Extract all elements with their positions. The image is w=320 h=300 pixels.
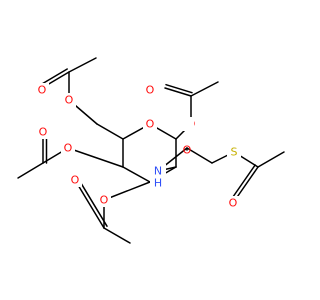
bond-co-me3 (103, 227, 131, 244)
bond-co-o3c-second (77, 177, 108, 227)
svg-text:O: O (146, 84, 155, 97)
svg-text:O: O (64, 142, 73, 155)
bond-cthio-me (257, 151, 285, 168)
bond-co-o1c (164, 87, 192, 97)
svg-text:O: O (229, 197, 238, 210)
bond-co-me1 (190, 81, 219, 97)
atom-o4-carbonyl: O (36, 125, 50, 139)
atom-o-amide: O (180, 117, 194, 157)
atom-s: S (227, 145, 241, 159)
svg-text:O: O (65, 94, 74, 107)
atom-o-thio: O (226, 196, 240, 210)
svg-text:O: O (183, 144, 192, 157)
atom-n-amide: NH N H (150, 164, 166, 190)
bond-c4-o4 (67, 147, 124, 168)
bond-c3-o3 (103, 181, 151, 201)
svg-text:O: O (39, 126, 48, 139)
bond-layer (17, 57, 285, 244)
atom-o3: O (97, 193, 111, 207)
bond-co-o6c-second (39, 68, 68, 86)
atom-o3-carbonyl: O (68, 173, 82, 187)
svg-text:N: N (154, 165, 162, 178)
svg-text:O: O (71, 174, 80, 187)
bond-camide-ch2 (186, 147, 213, 164)
atom-o6: O (62, 93, 76, 107)
bond-co-me6 (68, 57, 97, 73)
svg-text:O: O (100, 194, 109, 207)
atom-o4: O (61, 141, 75, 155)
svg-text:O: O (146, 118, 155, 131)
svg-text:O: O (38, 84, 47, 97)
atom-o-ring: O (143, 117, 157, 131)
bond-co-me4 (17, 162, 44, 179)
bond-c5-c6 (96, 123, 124, 140)
molecule-structure: O O O O O O O O (17, 57, 285, 244)
atom-o1-carbonyl: O (143, 83, 157, 97)
svg-text:H: H (154, 177, 162, 190)
bond-co-o1c-second (165, 83, 193, 94)
atom-label-layer: O O O O O O O O (35, 83, 241, 210)
svg-text:S: S (231, 146, 238, 159)
bond-cthio-othio-second (229, 164, 256, 202)
atom-o6-carbonyl: O (35, 83, 49, 97)
bond-ring-c3-c4 (122, 166, 151, 183)
bond-co-o3c (74, 179, 105, 229)
